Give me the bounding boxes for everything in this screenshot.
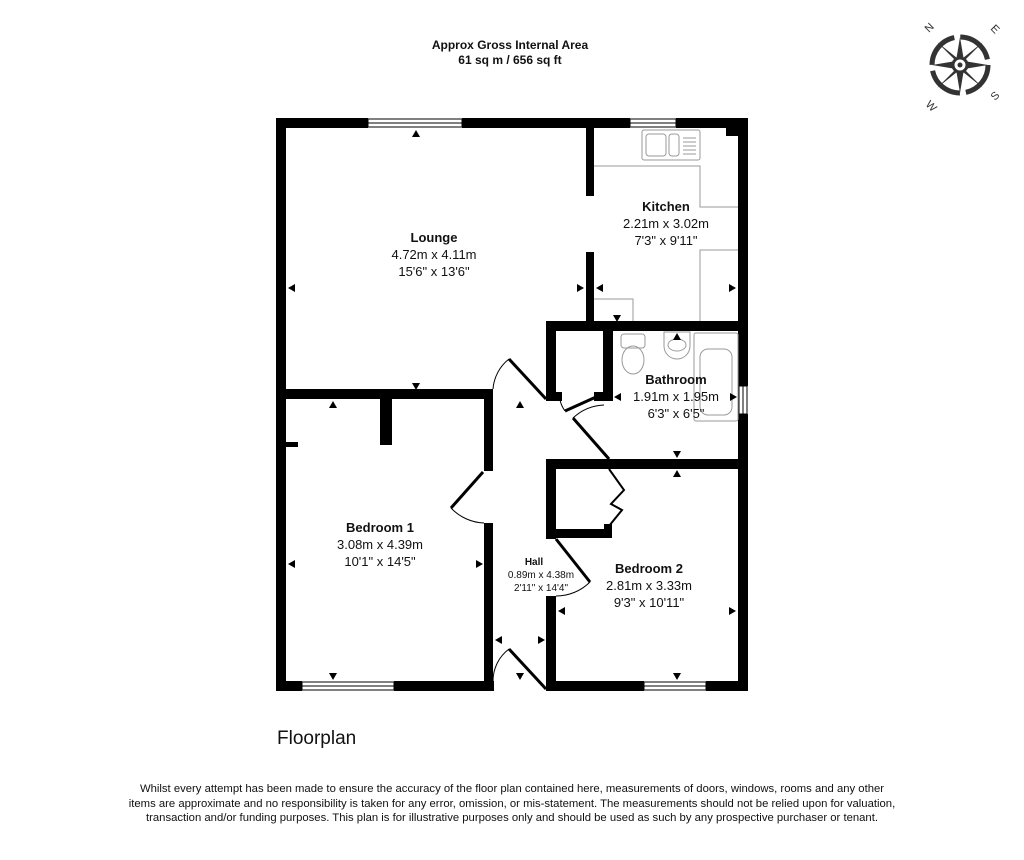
room-imperial: 10'1" x 14'5" bbox=[344, 554, 416, 569]
room-name: Lounge bbox=[411, 230, 458, 245]
fixtures bbox=[594, 129, 739, 422]
room-kitchen: Kitchen 2.21m x 3.02m 7'3" x 9'11" bbox=[623, 199, 709, 248]
floorplan-drawing: Lounge 4.72m x 4.11m 15'6" x 13'6" Kitch… bbox=[276, 118, 748, 691]
room-labels: Lounge 4.72m x 4.11m 15'6" x 13'6" Kitch… bbox=[337, 199, 719, 610]
room-lounge: Lounge 4.72m x 4.11m 15'6" x 13'6" bbox=[391, 230, 476, 279]
room-hall: Hall 0.89m x 4.38m 2'11" x 14'4" bbox=[508, 557, 574, 594]
compass-rose-icon: N E S W bbox=[923, 21, 1003, 115]
room-name: Bathroom bbox=[645, 372, 706, 387]
room-imperial: 7'3" x 9'11" bbox=[634, 233, 697, 248]
room-bedroom1: Bedroom 1 3.08m x 4.39m 10'1" x 14'5" bbox=[337, 520, 423, 569]
room-metric: 2.81m x 3.33m bbox=[606, 578, 692, 593]
windows bbox=[301, 118, 748, 691]
room-name: Kitchen bbox=[642, 199, 690, 214]
room-bathroom: Bathroom 1.91m x 1.95m 6'3" x 6'5" bbox=[633, 372, 719, 421]
floor-label: Floorplan bbox=[277, 728, 357, 749]
room-name: Bedroom 2 bbox=[615, 561, 683, 576]
room-metric: 4.72m x 4.11m bbox=[391, 247, 476, 262]
room-imperial: 9'3" x 10'11" bbox=[614, 595, 685, 610]
room-bedroom2: Bedroom 2 2.81m x 3.33m 9'3" x 10'11" bbox=[606, 561, 692, 610]
disclaimer-text: Whilst every attempt has been made to en… bbox=[128, 783, 896, 824]
gross-area-value: 61 sq m / 656 sq ft bbox=[458, 53, 562, 67]
gross-area-heading: Approx Gross Internal Area 61 sq m / 656… bbox=[380, 38, 640, 68]
room-name: Bedroom 1 bbox=[346, 520, 414, 535]
room-metric: 2.21m x 3.02m bbox=[623, 216, 709, 231]
room-imperial: 2'11" x 14'4" bbox=[514, 583, 569, 594]
doors bbox=[449, 357, 626, 691]
room-imperial: 6'3" x 6'5" bbox=[648, 406, 705, 421]
room-imperial: 15'6" x 13'6" bbox=[398, 264, 470, 279]
room-metric: 3.08m x 4.39m bbox=[337, 537, 423, 552]
dimension-arrows bbox=[288, 130, 737, 680]
gross-area-title: Approx Gross Internal Area bbox=[431, 38, 589, 52]
walls bbox=[276, 118, 748, 691]
room-metric: 0.89m x 4.38m bbox=[508, 570, 574, 581]
room-metric: 1.91m x 1.95m bbox=[633, 389, 719, 404]
room-name: Hall bbox=[525, 557, 544, 568]
